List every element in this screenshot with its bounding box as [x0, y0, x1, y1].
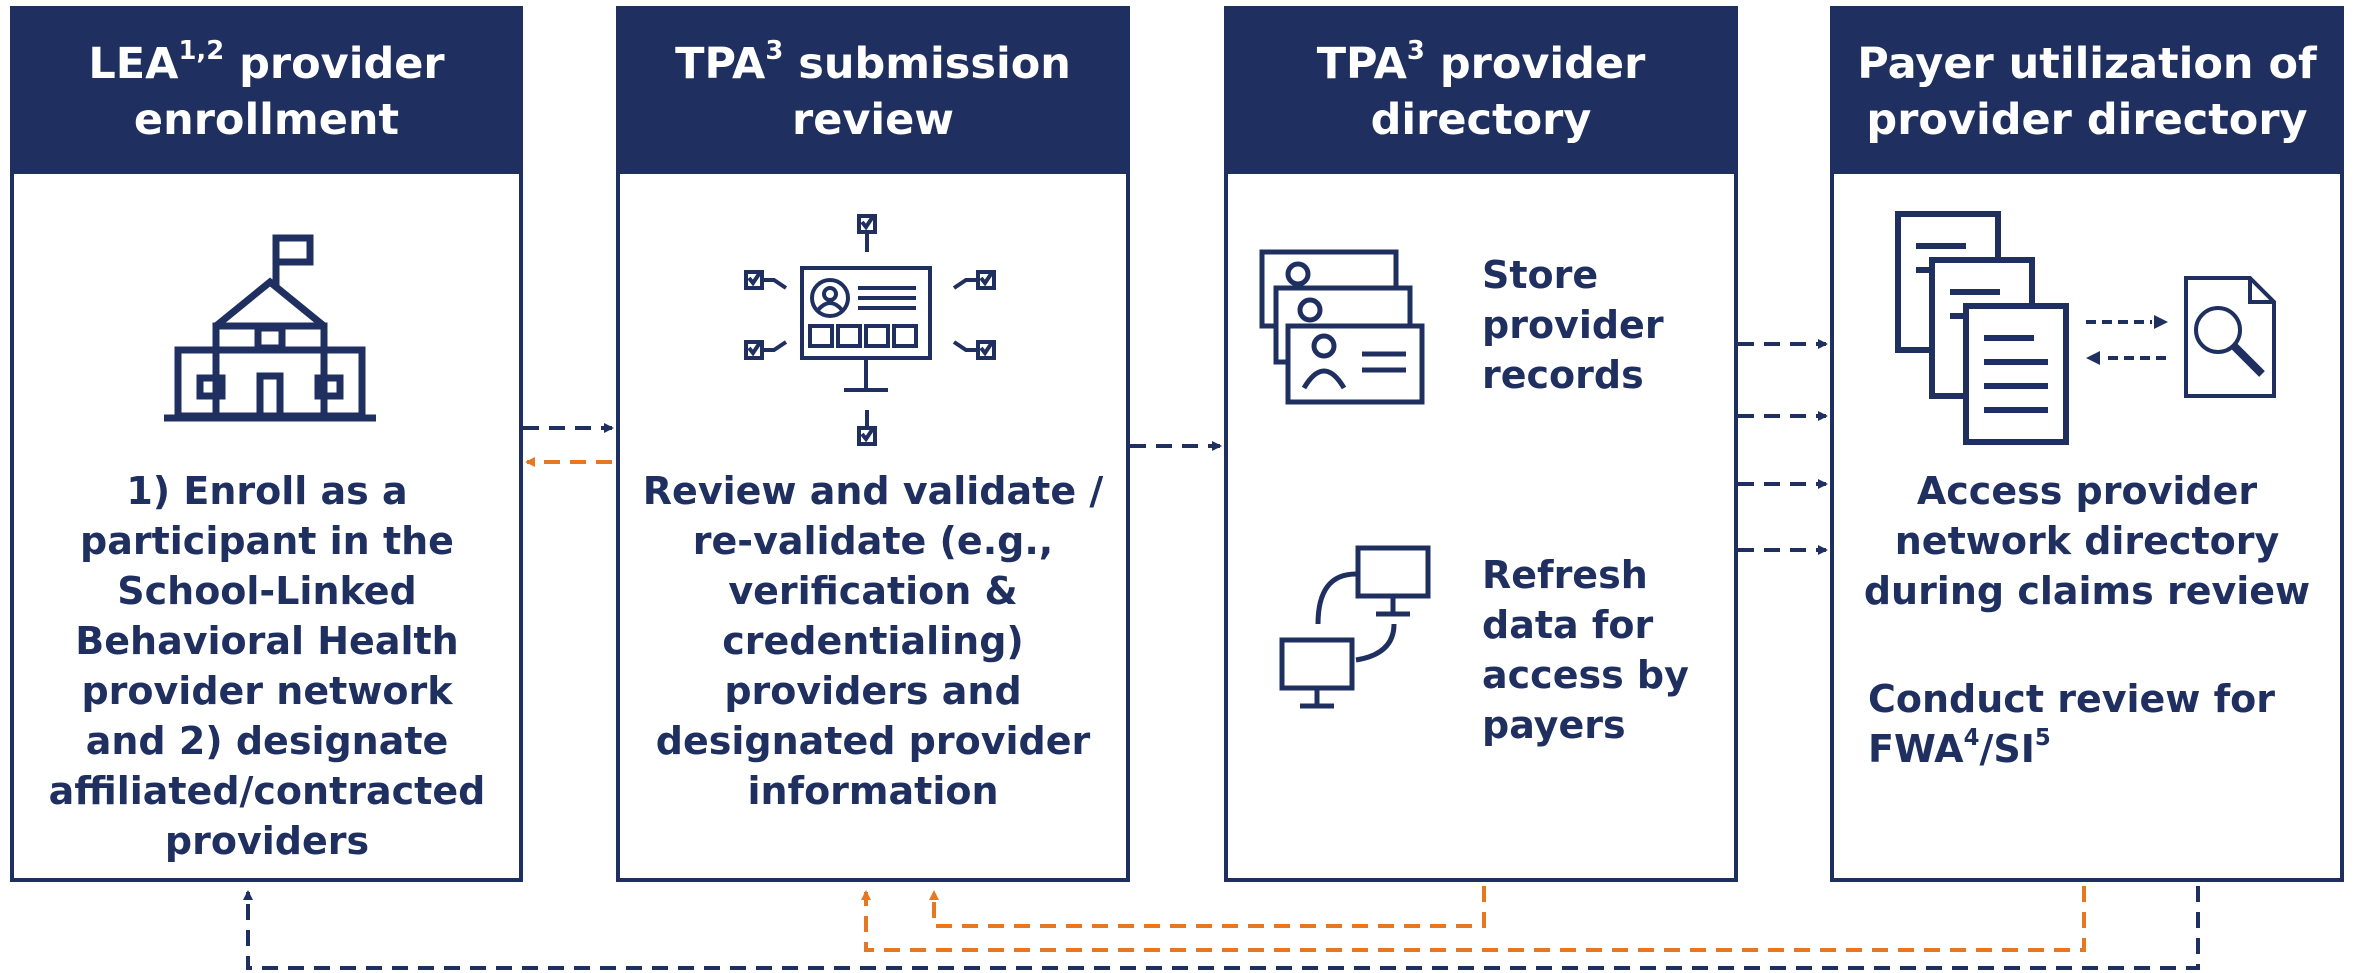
- arrow-payer-feedback-enrollment: [243, 886, 2200, 970]
- column-title: Payer utilization of provider directory: [1857, 39, 2317, 145]
- column-header: TPA3 provider directory: [1228, 10, 1734, 174]
- column-lea-enrollment: LEA1,2 provider enrollment 1) Enroll as …: [10, 6, 523, 882]
- school-icon: [164, 234, 376, 422]
- enrollment-description: 1) Enroll as a participant in the School…: [48, 469, 486, 863]
- fwa-review-text: Conduct review for FWA4/SI5: [1868, 677, 2276, 771]
- column-title: LEA1,2 provider enrollment: [88, 35, 445, 145]
- access-directory-text: Access provider network directory during…: [1863, 469, 2311, 613]
- exchange-arrows-icon: [2086, 315, 2168, 365]
- column-title: TPA3 submission review: [675, 35, 1071, 145]
- arrow-payer-feedback-review: [861, 886, 2086, 952]
- column-tpa-submission-review: TPA3 submission review: [616, 6, 1130, 882]
- column-tpa-provider-directory: TPA3 provider directory Store provider r…: [1224, 6, 1738, 882]
- store-records-text: Store provider records: [1482, 253, 1664, 397]
- validation-dashboard-icon: [744, 213, 996, 446]
- refresh-data-text: Refresh data for access by payers: [1482, 553, 1689, 747]
- documents-icon: [1895, 211, 2069, 445]
- arrow-directory-feedback: [929, 886, 1486, 928]
- column-header: Payer utilization of provider directory: [1834, 10, 2340, 174]
- column-header: TPA3 submission review: [620, 10, 1126, 174]
- column-header: LEA1,2 provider enrollment: [14, 10, 519, 174]
- column-title: TPA3 provider directory: [1316, 35, 1646, 145]
- provider-cards-icon: [1259, 249, 1425, 405]
- review-description: Review and validate / re-validate (e.g.,…: [642, 469, 1104, 813]
- column-payer-utilization: Payer utilization of provider directory: [1830, 6, 2344, 882]
- networked-computers-icon: [1279, 545, 1431, 709]
- magnifier-document-icon: [2184, 276, 2276, 398]
